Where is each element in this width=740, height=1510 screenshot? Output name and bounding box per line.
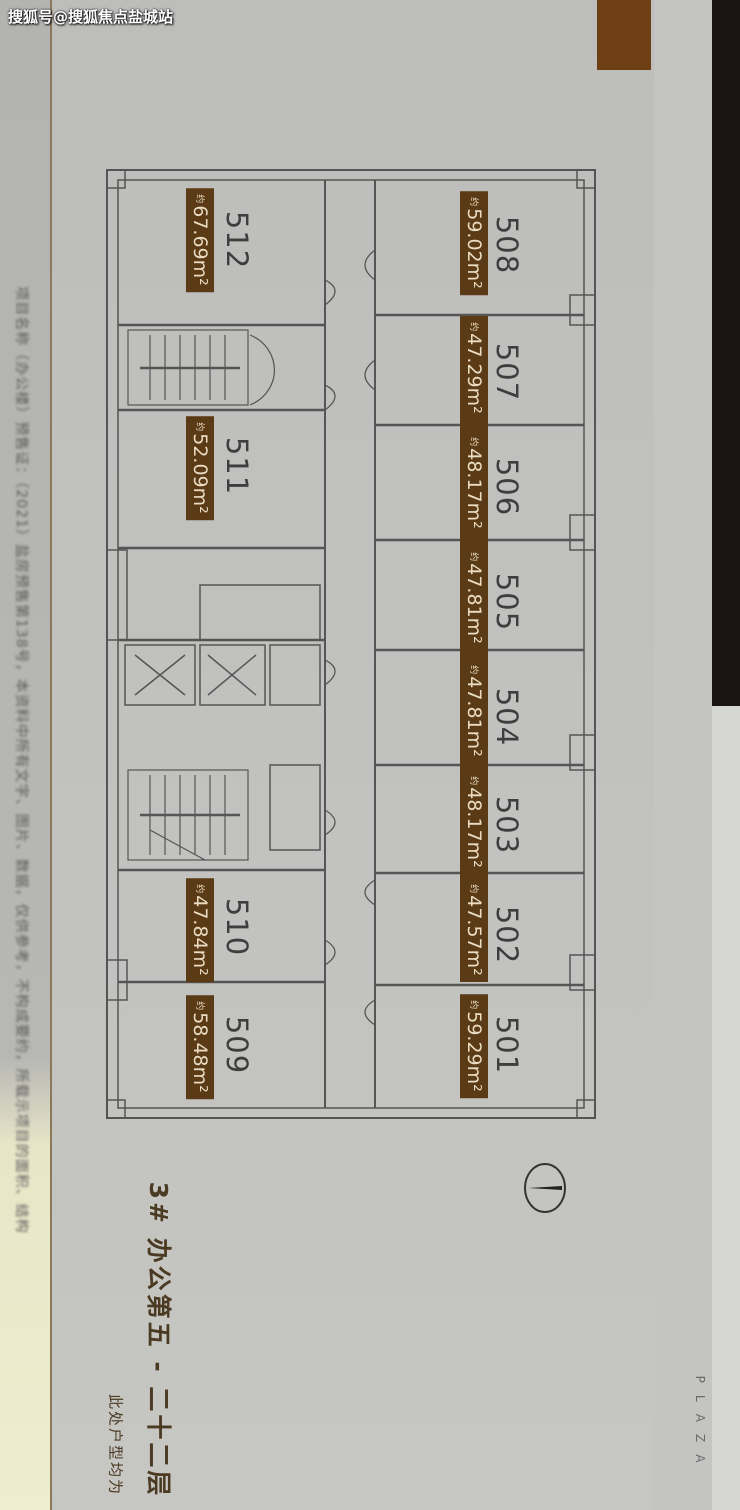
area-value: 47.57m² — [463, 895, 485, 976]
area-value: 67.69m² — [189, 205, 211, 286]
area-prefix: 约 — [194, 194, 205, 204]
left-page-margin — [0, 0, 50, 1510]
area-value: 47.84m² — [189, 895, 211, 976]
area-prefix: 约 — [194, 422, 205, 432]
unit-area-508: 约59.02m² — [460, 191, 488, 295]
unit-number-509: 509 — [220, 1015, 254, 1075]
area-prefix: 约 — [194, 1001, 205, 1011]
floor-plan-subtitle: 此处户型均为 — [106, 1393, 125, 1497]
light-background — [712, 706, 740, 1510]
unit-number-506: 506 — [490, 457, 524, 517]
unit-number-508: 508 — [490, 215, 524, 275]
north-arrow-icon — [524, 1163, 566, 1213]
left-unit-dividers — [118, 323, 325, 984]
unit-area-509: 约58.48m² — [186, 995, 214, 1099]
unit-number-501: 501 — [490, 1015, 524, 1075]
right-page-margin — [654, 0, 712, 1510]
area-prefix: 约 — [468, 552, 479, 562]
unit-number-505: 505 — [490, 572, 524, 632]
elevators — [124, 584, 321, 851]
unit-area-510: 约47.84m² — [186, 878, 214, 982]
area-prefix: 约 — [194, 884, 205, 894]
area-prefix: 约 — [468, 437, 479, 447]
area-prefix: 约 — [468, 665, 479, 675]
unit-number-512: 512 — [220, 210, 254, 270]
facade-columns — [106, 169, 596, 1119]
area-value: 59.29m² — [463, 1011, 485, 1092]
area-value: 47.81m² — [463, 676, 485, 757]
area-prefix: 约 — [468, 197, 479, 207]
unit-area-511: 约52.09m² — [186, 416, 214, 520]
unit-area-502: 约47.57m² — [460, 878, 488, 982]
unit-area-507: 约47.29m² — [460, 316, 488, 420]
unit-number-511: 511 — [220, 436, 254, 496]
area-prefix: 约 — [468, 1000, 479, 1010]
unit-area-503: 约48.17m² — [460, 770, 488, 874]
area-value: 47.81m² — [463, 563, 485, 644]
area-value: 59.02m² — [463, 208, 485, 289]
area-value: 48.17m² — [463, 448, 485, 529]
inner-wall — [117, 179, 585, 1109]
area-value: 58.48m² — [189, 1012, 211, 1093]
floor-plan-title: 3# 办公第五 - 二十二层 — [144, 1181, 173, 1499]
unit-area-501: 约59.29m² — [460, 994, 488, 1098]
area-value: 48.17m² — [463, 787, 485, 868]
unit-number-507: 507 — [490, 342, 524, 402]
unit-number-502: 502 — [490, 905, 524, 965]
brochure-page — [50, 0, 656, 1510]
brand-text: PLAZA — [693, 1375, 707, 1475]
area-bar-507-502 — [460, 316, 488, 982]
area-prefix: 约 — [468, 884, 479, 894]
brown-page-tab — [597, 0, 651, 70]
outer-wall — [106, 169, 596, 1119]
doors — [324, 249, 376, 1026]
unit-number-504: 504 — [490, 687, 524, 747]
watermark: 搜狐号@搜狐焦点盐城站 — [8, 8, 174, 26]
unit-number-510: 510 — [220, 897, 254, 957]
area-prefix: 约 — [468, 776, 479, 786]
staircase-bottom — [127, 769, 249, 861]
unit-number-503: 503 — [490, 795, 524, 855]
unit-area-505: 约47.81m² — [460, 546, 488, 650]
unit-area-504: 约47.81m² — [460, 659, 488, 763]
area-prefix: 约 — [468, 322, 479, 332]
unit-area-512: 约67.69m² — [186, 188, 214, 292]
staircase-top — [127, 329, 276, 406]
area-value: 52.09m² — [189, 433, 211, 514]
unit-area-506: 约48.17m² — [460, 431, 488, 535]
dark-background — [712, 0, 740, 706]
area-value: 47.29m² — [463, 333, 485, 414]
